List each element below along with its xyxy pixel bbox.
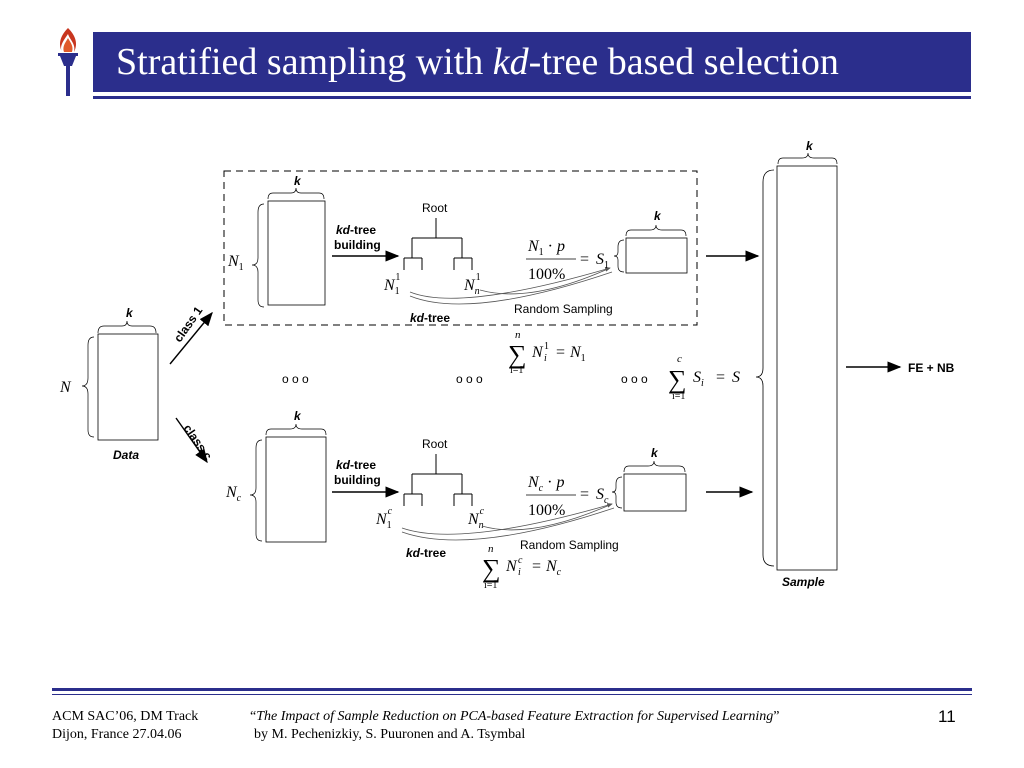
svg-text:i=1: i=1 [672, 391, 685, 402]
classc-building-label: building [334, 473, 381, 487]
building-label: building [334, 238, 381, 252]
classc-formula-denominator: 100% [528, 502, 565, 519]
classc-root-label: Root [422, 437, 448, 451]
S1-label: S1 [596, 251, 609, 271]
kd-tree-building-label: kd-tree [336, 223, 376, 237]
Nc-label: Nc [225, 484, 242, 504]
svg-text:N1: N1 [569, 344, 586, 364]
footer-divider-thick [52, 688, 972, 691]
svg-text:i: i [544, 353, 547, 364]
data-N-label: N [59, 379, 72, 396]
svg-text:N: N [531, 344, 544, 361]
svg-text:∑: ∑ [508, 340, 527, 369]
N1-label: N1 [227, 253, 244, 273]
fe-nb-label: FE + NB [908, 361, 955, 375]
svg-text:S: S [732, 369, 740, 386]
total-sum-formula: c ∑ i=1 Si = S [668, 353, 740, 402]
svg-text:=: = [556, 344, 565, 361]
svg-text:Si: Si [693, 369, 704, 389]
N1-c-leaf: N1c [375, 506, 393, 531]
Nn-c-leaf: Nnc [467, 506, 485, 531]
class1-label: class 1 [171, 304, 206, 345]
footer-location: Dijon, France 27.04.06 [52, 727, 182, 742]
data-k-label: k [126, 306, 134, 320]
footer-venue: ACM SAC’06, DM Track [52, 709, 199, 724]
classc-tree [403, 454, 473, 506]
class1-sum-formula: n ∑ i=1 N 1 i = N1 [508, 329, 586, 376]
page-number: 11 [938, 707, 956, 726]
data-label: Data [113, 448, 139, 462]
svg-text:i: i [518, 567, 521, 578]
class1-equals: = [580, 251, 589, 268]
class1-random-sampling-label: Random Sampling [514, 302, 613, 316]
svg-text:=: = [532, 558, 541, 575]
footer-paper-title: “The Impact of Sample Reduction on PCA-b… [250, 709, 780, 724]
dots-middle: o o o [456, 372, 483, 386]
classc-label: class c [181, 422, 216, 463]
root-label: Root [422, 201, 448, 215]
svg-text:i=1: i=1 [510, 365, 523, 376]
classc-group: k Nc kd-tree building Root N1c Nnc [225, 409, 754, 591]
classc-equals: = [580, 486, 589, 503]
sample-k-label: k [806, 139, 814, 153]
footer-authors: by M. Pechenizkiy, S. Puuronen and A. Ts… [254, 727, 526, 742]
class1-formula-numerator: N1 · p [527, 238, 565, 258]
header-bar [93, 32, 971, 92]
classc-random-sampling-label: Random Sampling [520, 538, 619, 552]
Nn-1-leaf: Nn1 [463, 272, 481, 297]
dots-left: o o o [282, 372, 309, 386]
svg-text:N: N [505, 558, 518, 575]
N1-1-leaf: N11 [383, 272, 400, 297]
svg-text:n: n [488, 543, 494, 555]
svg-text:n: n [515, 329, 521, 341]
classc-kd-tree-building-label: kd-tree [336, 458, 376, 472]
footer-divider-thin [52, 694, 972, 695]
S1-k-label: k [654, 209, 662, 223]
svg-text:c: c [518, 555, 523, 566]
sample-label: Sample [782, 575, 825, 589]
header-divider [93, 96, 971, 99]
class1-tree [403, 218, 473, 270]
svg-text:∑: ∑ [668, 365, 687, 394]
svg-text:∑: ∑ [482, 554, 501, 583]
svg-text:Nc: Nc [545, 558, 562, 578]
svg-text:i=1: i=1 [484, 580, 497, 591]
Sc-label: Sc [596, 486, 609, 506]
torch-logo-icon [58, 28, 78, 96]
svg-text:1: 1 [544, 341, 549, 352]
svg-text:c: c [677, 353, 682, 365]
dots-right: o o o [621, 372, 648, 386]
class1-dashed-box [223, 170, 698, 326]
class1-formula-denominator: 100% [528, 266, 565, 283]
classc-kdtree-label: kd-tree [406, 546, 446, 560]
data-block: k N Data [59, 306, 159, 462]
classc-k-label: k [294, 409, 302, 423]
sample-block: k Sample FE + NB [755, 139, 955, 589]
svg-text:=: = [716, 369, 725, 386]
class1-group: k N1 kd-tree building Root N11 Nn1 [227, 174, 760, 325]
classc-formula-numerator: Nc · p [527, 474, 564, 494]
class1-k-label: k [294, 174, 302, 188]
Sc-k-label: k [651, 446, 659, 460]
class1-kdtree-label: kd-tree [410, 311, 450, 325]
page-title: Stratified sampling with kd-tree based s… [116, 41, 839, 83]
